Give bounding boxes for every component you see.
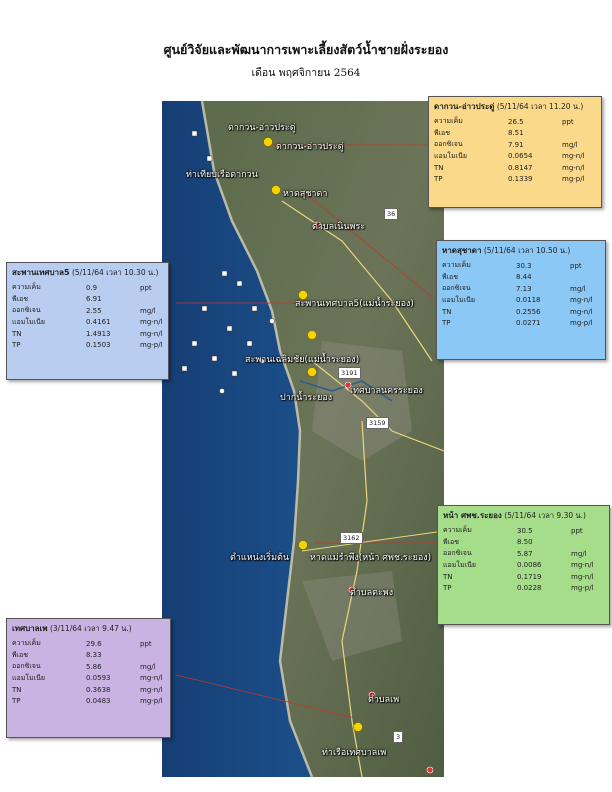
map-label: ดากวน-อ่าวประดู่ bbox=[228, 123, 296, 133]
map-label: ดากวน-อ่าวประดู่ bbox=[276, 142, 344, 152]
road-number-badge: 36 bbox=[384, 208, 399, 220]
station-name: ดากวน-อ่าวประดู่ bbox=[434, 102, 495, 111]
station-panel-bridge5: สะพานเทศบาล5 (5/11/64 เวลา 10.30 น.) ควา… bbox=[6, 262, 169, 380]
road-number-badge: 3159 bbox=[366, 417, 389, 429]
station-datetime: (5/11/64 เวลา 11.20 น.) bbox=[496, 102, 584, 111]
station-name: หาดสุชาดา bbox=[442, 246, 482, 255]
station-name: หน้า ศพช.ระยอง bbox=[443, 511, 502, 520]
station-datetime: (3/11/64 เวลา 9.47 น.) bbox=[49, 624, 132, 633]
map-label: ท่าเรือเทศบาลเพ bbox=[322, 748, 387, 758]
station-datetime: (5/11/64 เวลา 10.50 น.) bbox=[483, 246, 571, 255]
station-panel-dakuan: ดากวน-อ่าวประดู่ (5/11/64 เวลา 11.20 น.)… bbox=[428, 96, 602, 208]
station-name: เทศบาลเพ bbox=[12, 624, 48, 633]
map-label: สะพานเทศบาล5(แม่น้ำระยอง) bbox=[295, 299, 414, 309]
station-name: สะพานเทศบาล5 bbox=[12, 268, 70, 277]
station-panel-rayong-center: หน้า ศพช.ระยอง (5/11/64 เวลา 9.30 น.) คว… bbox=[437, 505, 610, 625]
map-label: ปากน้ำระยอง bbox=[280, 393, 333, 403]
map-label: ตำแหน่งเริ่มต้น bbox=[230, 553, 290, 563]
station-datetime: (5/11/64 เวลา 9.30 น.) bbox=[504, 511, 586, 520]
road-line bbox=[311, 360, 444, 452]
map-label: ตำบลตะพง bbox=[350, 588, 394, 598]
coast-line bbox=[200, 101, 314, 777]
road-line bbox=[301, 530, 444, 552]
page-title: ศูนย์วิจัยและพัฒนาการเพาะเลี้ยงสัตว์น้ำช… bbox=[163, 42, 449, 57]
satellite-map[interactable] bbox=[162, 101, 444, 777]
map-label: เทศบาลนครระยอง bbox=[350, 386, 423, 396]
urban-area bbox=[302, 571, 402, 661]
station-panel-suchada: หาดสุชาดา (5/11/64 เวลา 10.50 น.) ความเค… bbox=[436, 240, 606, 360]
station-datetime: (5/11/64 เวลา 10.30 น.) bbox=[71, 268, 159, 277]
station-panel-phe: เทศบาลเพ (3/11/64 เวลา 9.47 น.) ความเค็ม… bbox=[6, 618, 171, 738]
sea-markers bbox=[181, 130, 275, 394]
road-number-badge: 3162 bbox=[340, 532, 363, 544]
map-label: ตำบลเพ bbox=[368, 695, 400, 705]
map-label: หาดสุชาดา bbox=[283, 189, 328, 199]
map-label: ท่าเทียบเรือดากวน bbox=[186, 170, 258, 180]
map-label: หาดแม่รำพึง(หน้า ศพช.ระยอง) bbox=[310, 553, 432, 563]
page-subtitle: เดือน พฤศจิกายน 2564 bbox=[251, 67, 361, 79]
road-number-badge: 3191 bbox=[338, 367, 361, 379]
map-label: สะพานเฉลิมชัย(แม่น้ำระยอง) bbox=[245, 355, 360, 365]
road-number-badge: 3 bbox=[393, 731, 404, 743]
map-label: ตำบลเนินพระ bbox=[312, 222, 366, 232]
